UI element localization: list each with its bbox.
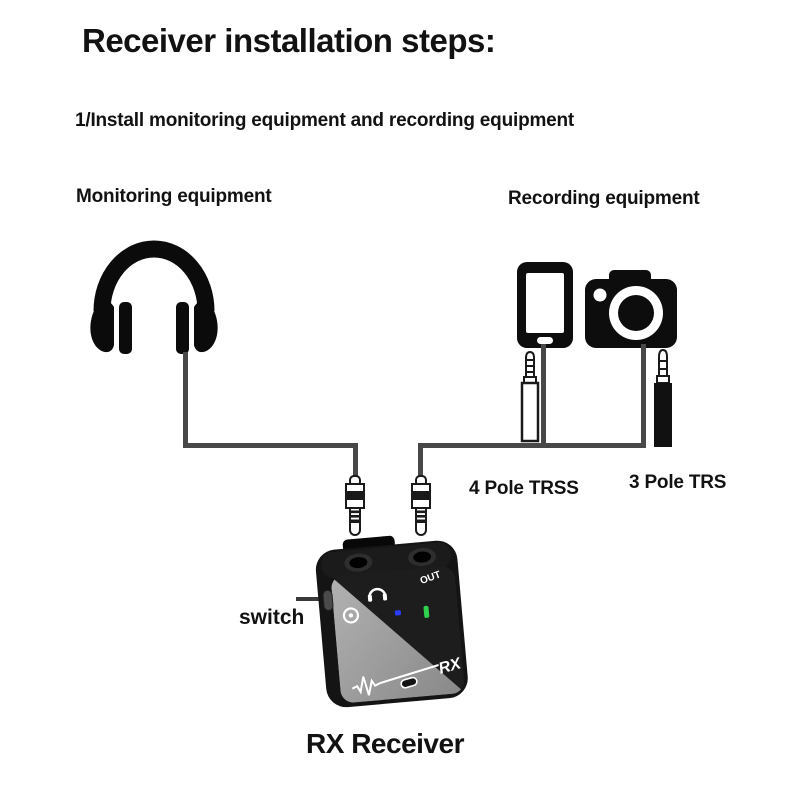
switch-pointer-line [296,597,326,601]
monitor-jack-plug-icon [345,475,365,536]
headphone-glyph-icon [367,587,388,602]
trs-plug-icon [654,348,672,447]
waveform-line [379,664,439,685]
headphone-cable-vertical [183,352,188,448]
junction-cable-drop [418,443,423,478]
recording-equipment-label: Recording equipment [508,188,700,209]
record-dot-icon [342,607,360,624]
monitor-out-port [344,553,373,572]
monitoring-equipment-label: Monitoring equipment [76,186,272,207]
rx-marking: RX [437,655,464,678]
step-1-text: 1/Install monitoring equipment and recor… [75,110,575,131]
device-face-gray-triangle [330,576,466,704]
record-out-port [408,547,437,567]
headphones-icon [90,240,218,354]
camera-icon [585,270,677,348]
smartphone-icon [517,262,573,348]
headphone-cable-drop [353,443,358,478]
green-led [423,605,430,618]
device-caption: RX Receiver [306,728,464,759]
usb-port-icon [400,676,418,689]
trrs-plug-icon [520,350,540,443]
switch-label: switch [239,606,305,629]
page-title: Receiver installation steps: [82,22,496,59]
phone-cable [541,344,546,448]
blue-led [394,610,402,616]
power-switch [322,589,334,611]
waveform-graphic [351,676,381,696]
camera-cable [641,344,646,448]
trrs-label: 4 Pole TRSS [469,478,579,499]
rx-receiver-device: OUT RX [296,535,468,708]
headphone-cable-horizontal [183,443,358,448]
junction-cable-horizontal [418,443,646,448]
trs-label: 3 Pole TRS [629,472,727,493]
record-jack-plug-icon [411,475,431,536]
